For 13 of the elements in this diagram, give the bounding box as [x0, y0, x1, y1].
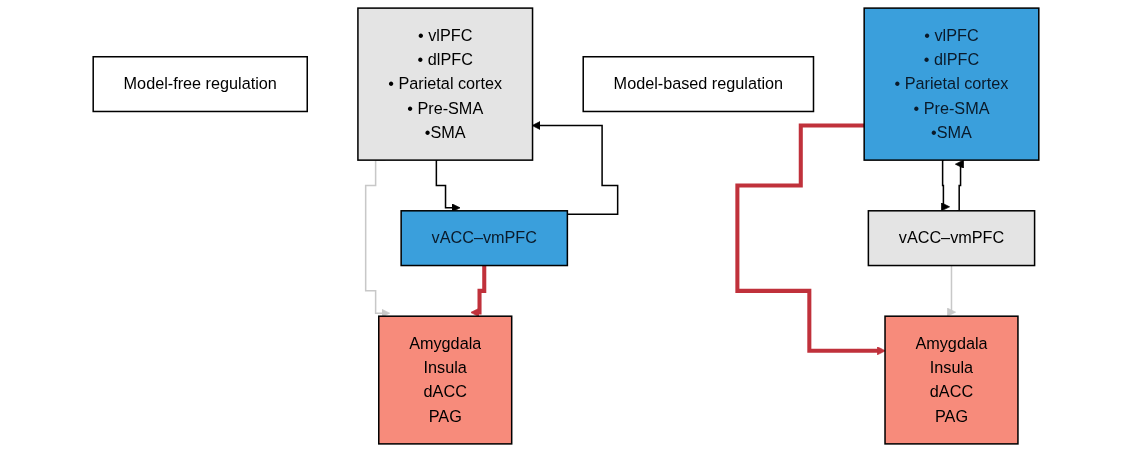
arrow	[941, 159, 950, 212]
node-box: • vlPFC • dlPFC • Parietal cortex • Pre-SMA •SMA	[357, 7, 534, 161]
node-box: Model-based regulation	[582, 56, 815, 113]
node-box: Amygdala Insula dACC PAG	[884, 315, 1019, 445]
arrow	[955, 159, 964, 212]
node-box: vACC–vmPFC	[400, 210, 569, 267]
arrow	[364, 159, 391, 318]
arrow	[947, 264, 956, 317]
arrow	[735, 123, 886, 356]
node-box: • vlPFC • dlPFC • Parietal cortex • Pre-SMA •SMA	[863, 7, 1040, 161]
node-box: vACC–vmPFC	[867, 210, 1036, 267]
node-box: Model-free regulation	[92, 56, 308, 113]
node-box: Amygdala Insula dACC PAG	[378, 315, 513, 445]
